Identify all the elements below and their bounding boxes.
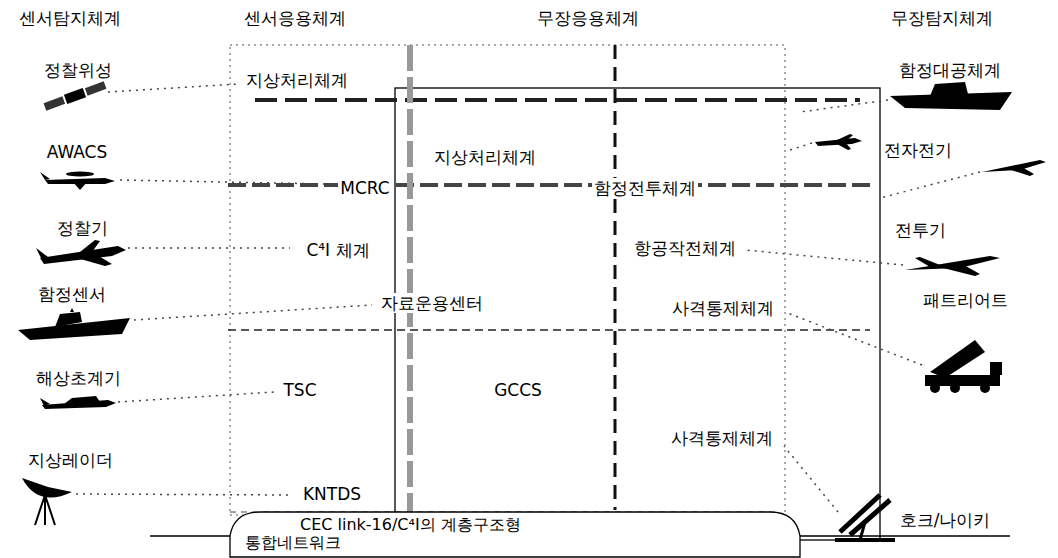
system-label: C⁴I 체계 xyxy=(304,240,371,260)
awacs-icon xyxy=(40,172,115,191)
patriot-icon xyxy=(925,340,1002,393)
system-label: 사격통제체계 xyxy=(670,298,776,318)
system-label: GCCS xyxy=(492,380,544,400)
system-label: 자료운용센터 xyxy=(379,293,485,313)
system-label: 사격통제체계 xyxy=(669,428,775,448)
sensor-label: 함정센서 xyxy=(36,284,108,304)
column-header: 무장응용체계 xyxy=(535,8,641,28)
sensor-label: 해상초계기 xyxy=(34,368,123,388)
platform-body xyxy=(230,512,800,557)
patrol-plane-icon xyxy=(40,396,116,409)
weapon-label: 호크/나이키 xyxy=(898,510,993,530)
system-label: TSC xyxy=(281,380,318,400)
sensor-label: 지상레이더 xyxy=(26,450,115,470)
satellite-icon xyxy=(43,80,107,111)
ship-air-defense-icon xyxy=(890,82,1012,110)
system-label: 함정전투체계 xyxy=(592,178,698,198)
fighter-icon xyxy=(905,256,1000,276)
ew-plane-icon xyxy=(815,134,862,150)
hawk-launcher-icon xyxy=(835,495,895,540)
leader-lines xyxy=(76,84,980,512)
radar-icon xyxy=(22,478,72,525)
system-label: MCRC xyxy=(338,178,391,198)
sensor-label: 정찰기 xyxy=(55,218,110,238)
recon-plane-icon xyxy=(36,240,126,266)
weapon-label: 함정대공체계 xyxy=(897,60,1003,80)
column-header: 센서응용체계 xyxy=(242,8,348,28)
system-label: 지상처리체계 xyxy=(432,147,538,167)
ship-sensor-icon xyxy=(18,308,130,340)
sensor-label: AWACS xyxy=(45,142,110,162)
column-header: 무장탐지체계 xyxy=(889,8,995,28)
sensor-label: 정찰위성 xyxy=(42,60,114,80)
weapon-label: 전자전기 xyxy=(882,140,954,160)
weapon-label: 패트리어트 xyxy=(921,290,1010,310)
fighter-icon xyxy=(982,160,1046,176)
column-header: 센서탐지체계 xyxy=(17,8,123,28)
network-caption: CEC link-16/C⁴I의 계층구조형 통합네트워크 xyxy=(245,516,575,553)
system-label: 지상처리체계 xyxy=(244,70,350,90)
network-platform: CEC link-16/C⁴I의 계층구조형 통합네트워크 xyxy=(150,508,1010,558)
system-grid xyxy=(228,45,880,540)
system-label: KNTDS xyxy=(301,484,363,504)
system-label: 항공작전체계 xyxy=(632,238,738,258)
weapon-label: 전투기 xyxy=(893,220,948,240)
